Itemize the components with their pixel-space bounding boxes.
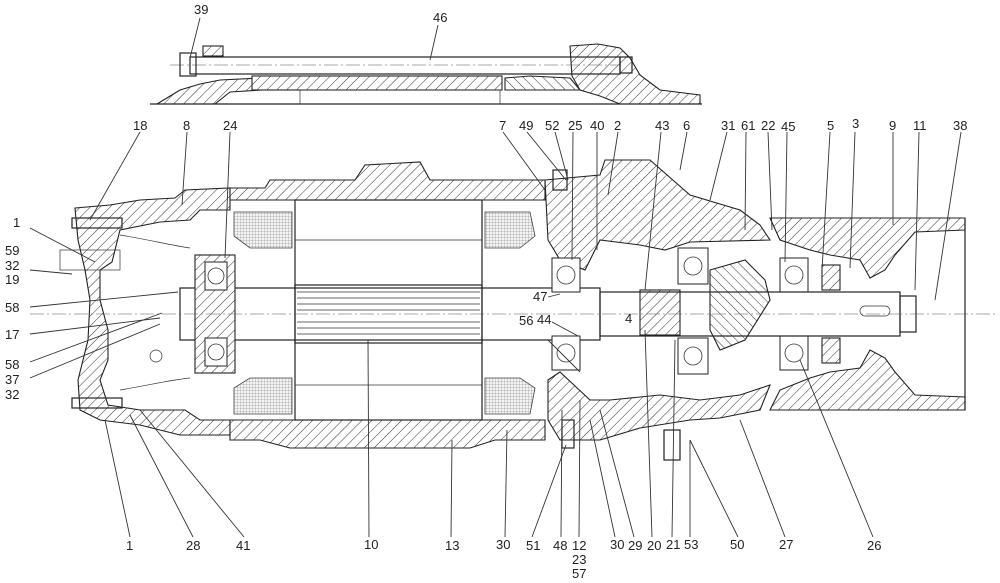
bearing-output-45 [779,257,809,371]
fan-blade [119,234,191,249]
part-label-1: 1 [126,538,133,553]
part-label-17: 17 [5,327,19,342]
part-label-47: 47 [533,289,547,304]
part-label-3: 3 [852,116,859,131]
part-label-32: 32 [5,258,19,273]
part-label-8: 8 [183,118,190,133]
part-label-37: 37 [5,372,19,387]
part-label-11: 11 [913,118,927,133]
seal-top [821,264,841,291]
part-label-57: 57 [572,566,586,581]
part-label-58: 58 [5,357,19,372]
leader-lines [29,17,962,538]
part-label-43: 43 [655,118,669,133]
stator-winding-top-right [484,211,536,249]
terminal-screw [149,349,163,363]
part-label-12: 12 [572,538,586,553]
part-label-52: 52 [545,118,559,133]
part-label-27: 27 [779,537,793,552]
part-label-29: 29 [628,538,642,553]
detail-end-flange-left [155,77,263,105]
part-label-41: 41 [236,538,250,553]
part-label-48: 48 [553,538,567,553]
part-label-2: 2 [614,118,621,133]
part-label-1: 1 [13,215,20,230]
part-label-9: 9 [889,118,896,133]
part-label-56: 56 [519,313,533,328]
motor-frame-bottom-13 [229,419,546,449]
part-label-51: 51 [526,538,540,553]
part-label-5: 5 [827,118,834,133]
part-label-13: 13 [445,538,459,553]
part-label-58: 58 [5,300,19,315]
detail-housing-wall [251,75,503,91]
coupling-sleeve [639,289,681,336]
part-label-23: 23 [572,552,586,567]
part-label-19: 19 [5,272,19,287]
part-label-25: 25 [568,118,582,133]
part-label-24: 24 [223,118,237,133]
gearbox-housing-bottom-6 [547,371,771,441]
part-label-21: 21 [666,537,680,552]
part-label-53: 53 [684,537,698,552]
top-labels: 18 8 24 7 49 52 25 40 2 43 6 31 61 22 45… [133,116,967,134]
part-label-28: 28 [186,538,200,553]
part-label-39: 39 [194,2,208,17]
inner-labels: 47 56 44 4 [519,289,632,328]
seal-bottom [821,337,841,364]
part-label-50: 50 [730,537,744,552]
gearbox-housing-top-6 [544,159,772,271]
detail-mid-flange [504,75,582,91]
detail-inner-recess [299,89,501,105]
detail-end-flange-right [569,43,701,105]
detail-nut-bracket [202,45,224,57]
part-label-10: 10 [364,537,378,552]
part-label-61: 61 [741,118,755,133]
motor-frame-top-13 [229,161,546,201]
stator-winding-top-left [233,211,293,249]
part-label-45: 45 [781,119,795,134]
part-label-26: 26 [867,538,881,553]
tie-rod-detail [150,43,702,105]
part-label-59: 59 [5,243,19,258]
part-label-7: 7 [499,118,506,133]
part-label-30: 30 [610,537,624,552]
bolt-53 [663,429,681,461]
bearing-gear-input-40 [551,257,581,371]
fan-blade [119,377,191,391]
stator-winding-bottom-left [233,377,293,415]
bolt-bottom-left [71,397,123,409]
left-labels: 1 59 32 19 58 17 58 37 32 [5,215,20,402]
gear-5 [709,259,771,351]
cable-entry [59,249,121,271]
bottom-labels: 1 28 41 10 13 30 51 48 12 23 57 30 29 20… [126,537,881,581]
bolt-49 [552,169,568,191]
part-label-31: 31 [721,118,735,133]
part-label-22: 22 [761,118,775,133]
part-label-30: 30 [496,537,510,552]
bearing-gear-mid-43 [677,247,709,375]
stator-winding-bottom-right [484,377,536,415]
part-label-18: 18 [133,118,147,133]
part-label-38: 38 [953,118,967,133]
part-label-49: 49 [519,118,533,133]
part-label-4: 4 [625,311,632,326]
detail-nut-right [619,56,633,74]
shaft-key [859,305,891,317]
part-label-40: 40 [590,118,604,133]
part-label-32: 32 [5,387,19,402]
detail-nut-left [179,52,197,77]
rotor-laminations [297,291,480,335]
part-label-20: 20 [647,538,661,553]
part-label-46: 46 [433,10,447,25]
bolt-top-left [71,217,123,229]
main-section [30,159,995,461]
detail-labels: 39 46 [194,2,447,25]
tie-rod-46 [189,56,621,75]
part-label-6: 6 [683,118,690,133]
part-label-44: 44 [537,312,551,327]
